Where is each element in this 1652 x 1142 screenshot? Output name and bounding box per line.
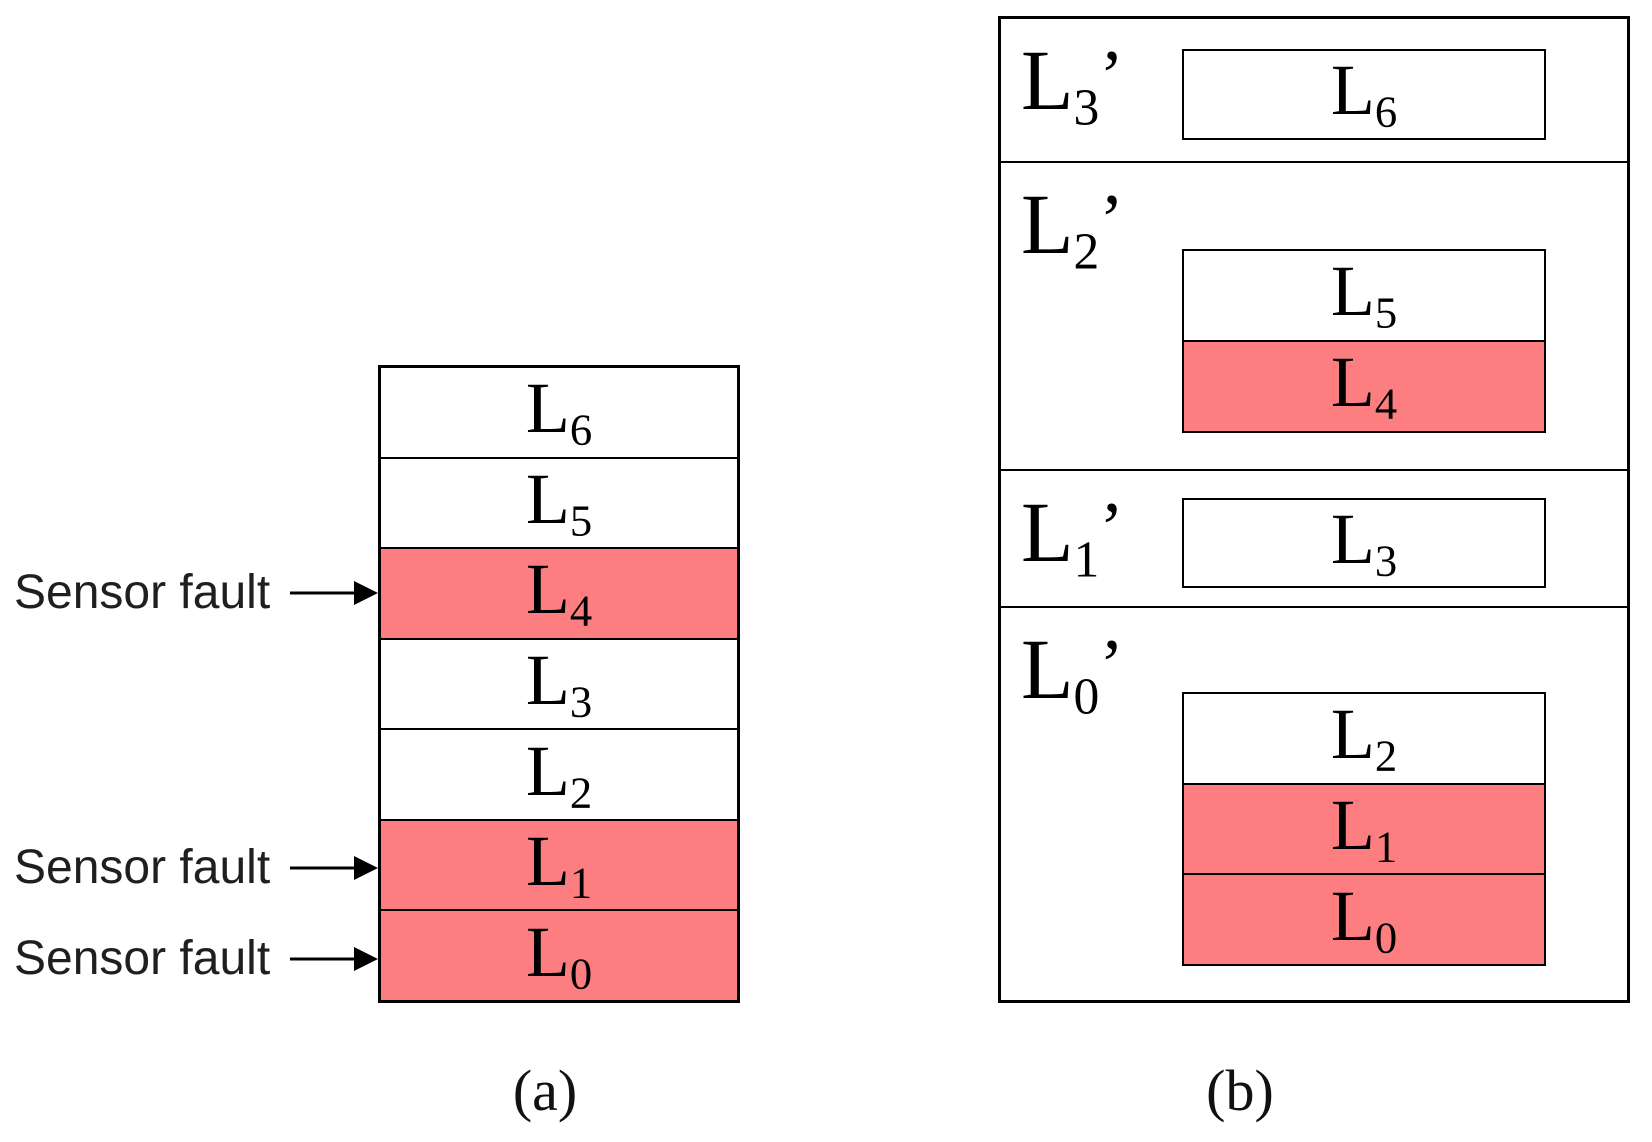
layer-label-L1: L1 xyxy=(525,821,593,908)
layer-label-L5: L5 xyxy=(525,458,593,546)
sensor-fault-label: Sensor fault xyxy=(14,841,271,894)
layer-row-L2: L2 xyxy=(381,730,737,821)
layer-label-L3: L3 xyxy=(1330,498,1398,586)
layer-row-L1-fault: L1 xyxy=(381,820,737,912)
layer-row-L6: L6 xyxy=(1184,51,1544,138)
arrow-line xyxy=(290,866,356,870)
sensor-fault-annotation-l4: Sensor fault xyxy=(14,565,378,621)
caption-panel-b: (b) xyxy=(1206,1058,1274,1123)
group-section-L1-prime: L1’ L3 xyxy=(1001,471,1627,608)
layer-label-L1: L1 xyxy=(1330,784,1398,872)
layer-row-L1-fault: L1 xyxy=(1184,784,1544,876)
sensor-fault-annotation-l0: Sensor fault xyxy=(14,931,378,987)
layer-label-L2-prime: L2’ xyxy=(1021,176,1124,281)
sensor-fault-annotation-l1: Sensor fault xyxy=(14,840,378,896)
layer-label-L0-prime: L0’ xyxy=(1021,621,1124,726)
arrow-head-icon xyxy=(354,581,378,605)
layer-row-L3: L3 xyxy=(381,640,737,731)
layer-row-L5: L5 xyxy=(381,459,737,550)
layer-row-L3: L3 xyxy=(1184,500,1544,586)
layer-label-L1-prime: L1’ xyxy=(1021,484,1124,589)
layer-label-L4: L4 xyxy=(525,549,593,636)
group-section-L3-prime: L3’ L6 xyxy=(1001,19,1627,163)
layer-row-L0-fault: L0 xyxy=(381,911,737,1001)
layer-label-L0: L0 xyxy=(525,911,593,999)
arrow-head-icon xyxy=(354,856,378,880)
layer-label-L2: L2 xyxy=(1330,694,1398,781)
layer-row-L0-fault: L0 xyxy=(1184,875,1544,965)
layer-row-L4-fault: L4 xyxy=(381,549,737,640)
layer-row-L5: L5 xyxy=(1184,251,1544,342)
layer-label-L6: L6 xyxy=(525,368,593,455)
layer-row-L2: L2 xyxy=(1184,694,1544,785)
layer-label-L2: L2 xyxy=(525,730,593,818)
layer-row-L4-fault: L4 xyxy=(1184,342,1544,431)
caption-panel-a: (a) xyxy=(512,1058,578,1123)
layer-label-L6: L6 xyxy=(1330,50,1398,137)
layer-row-L6: L6 xyxy=(381,368,737,459)
layer-label-L3: L3 xyxy=(525,639,593,727)
arrow-line xyxy=(290,957,356,961)
inner-layer-box: L6 xyxy=(1182,49,1546,140)
layer-label-L5: L5 xyxy=(1330,251,1398,338)
sensor-fault-label: Sensor fault xyxy=(14,566,271,619)
arrow-head-icon xyxy=(354,947,378,971)
arrow-line xyxy=(290,591,356,595)
inner-layer-box: L3 xyxy=(1182,498,1546,588)
sensor-fault-label: Sensor fault xyxy=(14,932,271,985)
layer-label-L4: L4 xyxy=(1330,342,1398,429)
layer-label-L0: L0 xyxy=(1330,875,1398,963)
layer-label-L3-prime: L3’ xyxy=(1021,32,1124,137)
